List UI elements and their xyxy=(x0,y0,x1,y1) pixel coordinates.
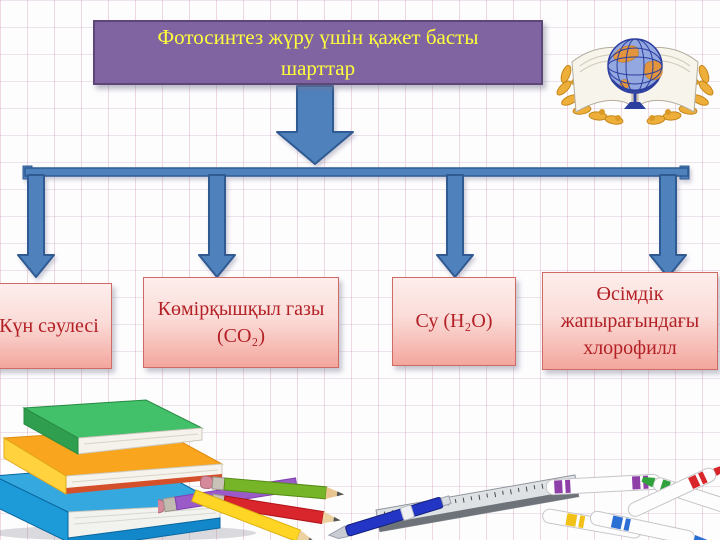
marker-red-icon xyxy=(627,463,720,517)
ruler-icon xyxy=(375,474,580,533)
horizontal-bar xyxy=(24,167,689,177)
marker-green-icon xyxy=(641,477,720,518)
title-text: Фотосинтез жүру үшін қажет басты шарттар xyxy=(157,24,479,80)
stationery-image xyxy=(158,463,720,540)
marker-yellow-icon xyxy=(542,508,642,539)
branch-box-chlorophyll: Өсімдік жапырағындағы хлорофилл xyxy=(542,272,718,370)
down-arrow-3 xyxy=(436,174,474,278)
branch-box-co2: Көмірқышқыл газы (CO₂) xyxy=(143,277,339,368)
big-down-arrow xyxy=(276,85,354,165)
red-pencil-icon xyxy=(210,493,341,525)
books-shadow xyxy=(0,525,256,540)
marker-purple-icon xyxy=(545,473,661,496)
branch-box-water: Су (H₂O) xyxy=(392,277,516,366)
branch-label: Көмірқышқыл газы (CO₂) xyxy=(157,297,325,347)
globe-book-logo xyxy=(556,38,714,125)
laurel-icon xyxy=(556,64,714,125)
branch-label: Өсімдік жапырағындағы хлорофилл xyxy=(560,282,700,359)
bar-left-cap xyxy=(22,165,33,180)
branch-box-sunlight: Күн сәулесі xyxy=(0,283,112,369)
blue-pen-icon xyxy=(327,495,452,540)
green-pencil-icon xyxy=(199,475,345,500)
branch-label: Су (H₂O) xyxy=(415,310,493,332)
branch-label: Күн сәулесі xyxy=(0,314,99,337)
globe-icon xyxy=(607,38,663,109)
title-box: Фотосинтез жүру үшін қажет басты шарттар xyxy=(93,20,543,85)
down-arrow-4 xyxy=(649,174,687,278)
books-stack-image xyxy=(0,399,256,540)
blue-book-icon xyxy=(0,463,222,540)
marker-blue-icon xyxy=(589,510,709,540)
green-book-icon xyxy=(22,399,204,455)
purple-pencil-icon xyxy=(158,477,299,514)
down-arrow-2 xyxy=(198,174,236,278)
down-arrow-1 xyxy=(17,174,55,278)
bar-right-cap xyxy=(679,165,690,180)
open-book-icon xyxy=(571,46,699,113)
yellow-pencil-icon xyxy=(191,489,316,540)
orange-book-icon xyxy=(2,427,224,495)
